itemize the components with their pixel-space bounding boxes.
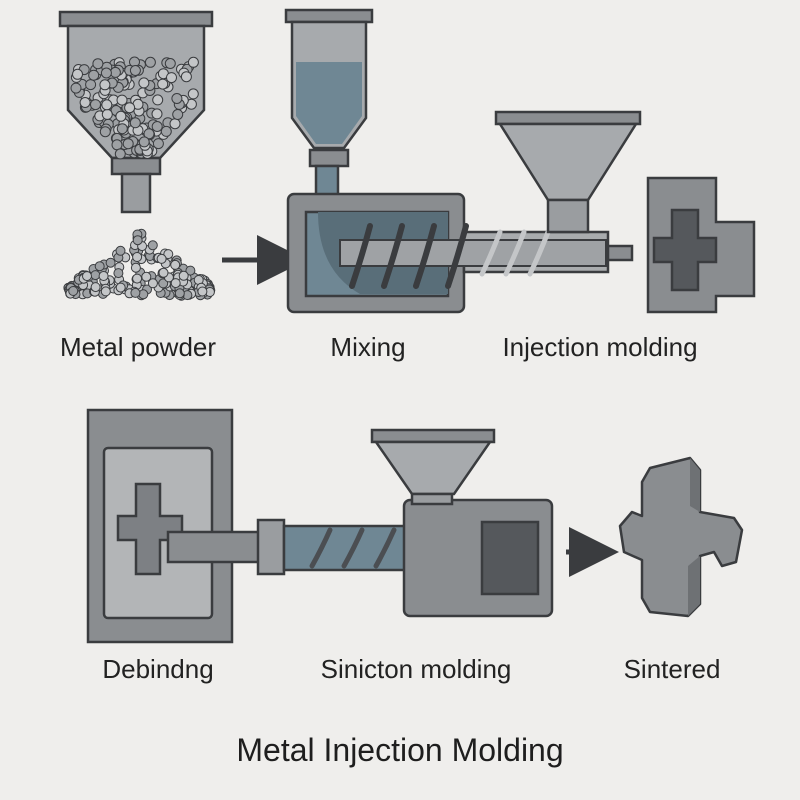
feedstock-hopper [284, 8, 374, 216]
molding-hopper [370, 428, 496, 506]
diagram-title: Metal Injection Molding [236, 732, 564, 768]
sintered-part [618, 456, 744, 618]
injection-hopper [494, 110, 642, 234]
screw-bottom [309, 527, 397, 569]
label-debinding: Debindng [102, 654, 214, 684]
injection-machine-bottom [166, 498, 554, 618]
label-metal-powder: Metal powder [59, 332, 217, 362]
screw-top [339, 223, 607, 289]
debinding-furnace [86, 408, 234, 644]
powder-in-hopper [70, 56, 199, 160]
label-mixing: Mixing [330, 332, 406, 362]
label-sintered: Sintered [623, 654, 721, 684]
powder-pile [63, 228, 216, 301]
mold-top [646, 176, 756, 314]
label-injection-molding: Injection molding [502, 332, 698, 362]
label-sinicton-molding: Sinicton molding [320, 654, 512, 684]
